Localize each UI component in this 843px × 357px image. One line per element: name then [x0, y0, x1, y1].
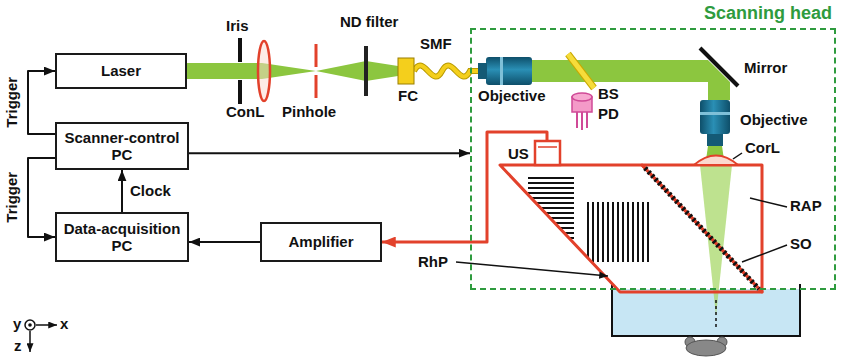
- iris-symbol: [238, 80, 242, 104]
- condenser-lens: [258, 41, 270, 101]
- part-label: Objective: [478, 88, 546, 105]
- laser-beam: [316, 61, 366, 81]
- part-label: Iris: [226, 18, 249, 35]
- objective-lens: [486, 57, 532, 85]
- silicone-oil-layer: [645, 168, 759, 289]
- correction-lens: [694, 156, 738, 166]
- mouse: [686, 340, 726, 356]
- part-label: FC: [398, 88, 418, 105]
- part-label: CorL: [745, 140, 780, 157]
- part-label: SO: [790, 236, 812, 253]
- signal-label: Trigger: [4, 77, 21, 128]
- part-label: Pinhole: [282, 104, 336, 121]
- part-label: RhP: [418, 254, 448, 271]
- signal-label: Clock: [130, 183, 171, 200]
- axis-arrow: [36, 324, 57, 326]
- objective-ring: [700, 112, 730, 115]
- axis-symbol: [25, 320, 35, 330]
- iris-symbol: [238, 38, 242, 62]
- acoustic-wave: [588, 202, 648, 262]
- part-label: SMF: [420, 36, 452, 53]
- fiber-coupler: [398, 58, 414, 84]
- photodiode-leads: [577, 112, 587, 130]
- axis-label: y: [13, 316, 21, 333]
- signal-connector: [382, 241, 470, 244]
- signal-connector: [121, 170, 123, 212]
- mirror-symbol: [700, 48, 738, 86]
- laser-beam: [187, 63, 262, 79]
- ultrasonic-transducer: [535, 141, 560, 165]
- water: [613, 289, 799, 335]
- photodiode: [572, 93, 592, 101]
- beam-splitter: [568, 54, 594, 88]
- device-box: Amplifier: [260, 222, 382, 262]
- leader-line: [733, 153, 742, 159]
- part-label: ConL: [226, 104, 264, 121]
- box-label: Laser: [101, 62, 141, 79]
- right-angle-prism: [642, 165, 762, 292]
- device-box: Scanner-control PC: [55, 122, 189, 170]
- signal-connector: [28, 71, 55, 134]
- part-label: Objective: [740, 112, 808, 129]
- acoustic-wave: [528, 178, 574, 238]
- signal-connector: [28, 158, 55, 237]
- part-label: PD: [598, 106, 619, 123]
- nd-filter-symbol: [364, 46, 368, 96]
- part-label: Mirror: [744, 60, 787, 77]
- leader-line: [456, 262, 608, 276]
- part-label: RAP: [790, 198, 822, 215]
- objective-ring: [500, 57, 503, 85]
- part-label: US: [508, 146, 529, 163]
- objective-lens: [478, 63, 487, 79]
- device-box: Data-acquisition PC: [55, 212, 189, 262]
- signal-label: Trigger: [4, 172, 21, 223]
- device-box: Laser: [55, 53, 187, 89]
- signal-connector: [189, 241, 260, 243]
- ultrasonic-transducer: [538, 146, 557, 148]
- signal-connector: [189, 152, 470, 154]
- laser-beam: [366, 61, 398, 81]
- region-title: Scanning head: [704, 3, 832, 24]
- leader-line: [750, 198, 787, 207]
- box-label: Amplifier: [288, 233, 353, 250]
- axis-label: x: [60, 316, 68, 333]
- axis-symbol: [28, 323, 32, 327]
- objective-lens: [700, 100, 730, 134]
- beam-splitter: [568, 54, 594, 88]
- laser-beam: [532, 60, 730, 100]
- rhomboid-prism: [500, 165, 762, 292]
- pinhole-symbol: [315, 75, 318, 98]
- objective-lens: [707, 134, 723, 146]
- axis-arrow: [29, 331, 31, 352]
- part-label: BS: [598, 86, 619, 103]
- pinhole-symbol: [315, 44, 318, 67]
- axis-label: z: [14, 338, 22, 355]
- part-label: ND filter: [340, 14, 398, 31]
- leader-line: [742, 245, 787, 262]
- acoustic-axis: [715, 300, 717, 330]
- box-label: Data-acquisition PC: [60, 220, 184, 255]
- box-label: Scanner-control PC: [60, 129, 184, 164]
